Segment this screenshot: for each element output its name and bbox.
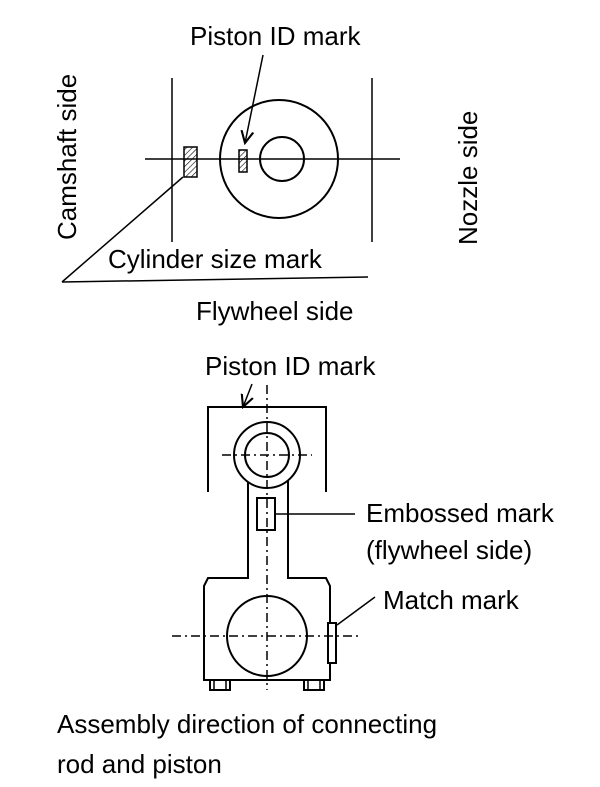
embossed-mark-label: Embossed mark xyxy=(366,498,555,528)
left-nut xyxy=(209,679,231,691)
cylinder-size-leader-1 xyxy=(61,176,184,283)
top-piston-id-label: Piston ID mark xyxy=(190,21,361,51)
caption-line-2: rod and piston xyxy=(57,749,222,779)
cylinder-size-leader-2 xyxy=(61,276,369,283)
piston-crown-inner-circle xyxy=(259,136,305,182)
match-mark-shape xyxy=(327,622,337,664)
piston-id-mark-shape xyxy=(238,149,248,173)
camshaft-side-label: Camshaft side xyxy=(52,74,82,240)
rod-piston-id-leader xyxy=(243,383,252,407)
piston-id-leader xyxy=(245,54,264,143)
match-mark-label: Match mark xyxy=(383,585,520,615)
cylinder-size-mark-label: Cylinder size mark xyxy=(108,244,323,274)
match-mark-leader xyxy=(336,596,376,626)
piston-top-view xyxy=(61,54,400,283)
flywheel-side-label: Flywheel side xyxy=(196,296,354,326)
nozzle-side-label: Nozzle side xyxy=(453,111,483,245)
right-nut xyxy=(303,679,325,691)
embossed-mark-shape xyxy=(256,497,276,531)
caption-line-1: Assembly direction of connecting xyxy=(57,709,437,739)
cylinder-size-mark-shape xyxy=(183,146,198,178)
rod-piston-id-label: Piston ID mark xyxy=(205,351,376,381)
piston-crown-outer-circle xyxy=(219,99,339,219)
connecting-rod-view xyxy=(172,383,376,691)
embossed-mark-note: (flywheel side) xyxy=(366,535,532,565)
